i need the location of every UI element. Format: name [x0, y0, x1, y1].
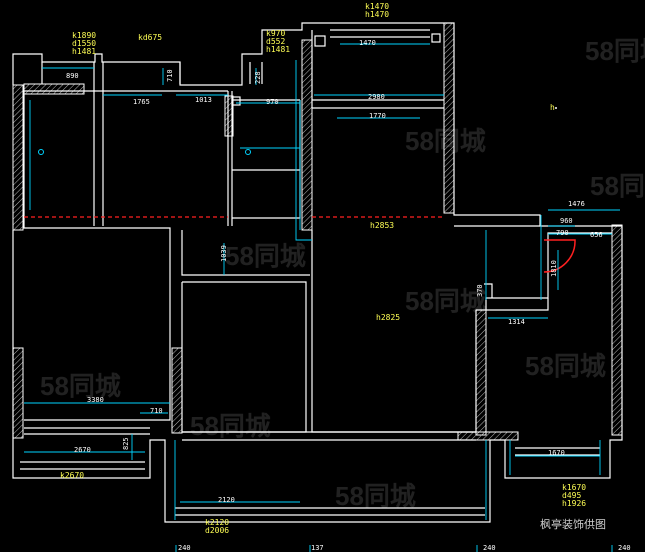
dim-2120: 2120: [218, 496, 235, 504]
dim-890: 890: [66, 72, 79, 80]
dim-2980: 2980: [368, 93, 385, 101]
dim-1013: 1013: [195, 96, 212, 104]
watermark-1: 58同城: [585, 36, 645, 66]
ruler-c: 240: [483, 544, 496, 552]
dim-790: 790: [556, 229, 569, 237]
watermark-8: 58同城: [335, 481, 416, 511]
ceiling-height-main-label: h2825: [376, 313, 400, 322]
left-window-d-label: d1550: [72, 39, 96, 48]
annotations: k1470 h1470 k1890 d1550 h1481 kd675 k970…: [60, 2, 586, 535]
dim-1476: 1476: [568, 200, 585, 208]
bottom-center-k-label: k2120: [205, 518, 229, 527]
dim-1039: 1039: [220, 245, 228, 262]
dim-2670: 2670: [74, 446, 91, 454]
dim-1770: 1770: [369, 112, 386, 120]
walls: [12, 22, 623, 523]
dim-710-b: 710: [150, 407, 163, 415]
dimension-numbers: 1470 890 710 1765 1013 228 970 2980 1770…: [66, 39, 603, 504]
dim-1810: 1810: [550, 260, 558, 277]
dim-825: 825: [122, 437, 130, 450]
watermark-5: 58同城: [405, 286, 486, 316]
dim-370: 370: [476, 284, 484, 297]
fixtures: [38, 33, 557, 155]
watermark-7: 58同城: [190, 411, 271, 441]
mid-window-d-label: d552: [266, 37, 285, 46]
kd-top-label: kd675: [138, 33, 162, 42]
dim-1670: 1670: [548, 449, 565, 457]
top-window-h-label: h1470: [365, 10, 389, 19]
ruler-a: 240: [178, 544, 191, 552]
beam-lines: [24, 216, 576, 273]
dim-960: 960: [560, 217, 573, 225]
ruler-b: 137: [311, 544, 324, 552]
dimension-lines: [24, 43, 620, 552]
footer-brand: 枫亭装饰供图: [540, 517, 606, 531]
left-window-k-label: k1890: [72, 31, 96, 40]
bottom-right-d-label: d495: [562, 491, 581, 500]
watermarks: 58同城 58同城 58同城 58同城 58同城 58同城 58同城 58同城 …: [40, 36, 645, 511]
dim-970: 970: [266, 98, 279, 106]
bottom-right-k-label: k1670: [562, 483, 586, 492]
watermark-4: 58同城: [225, 241, 306, 271]
right-h-label: h: [550, 103, 555, 112]
dim-656: 656: [590, 231, 603, 239]
mid-window-k-label: k970: [266, 29, 285, 38]
watermark-6: 58同城: [40, 371, 121, 401]
bottom-left-window-label: k2670: [60, 471, 84, 480]
dim-1470: 1470: [359, 39, 376, 47]
ceiling-height-beam-label: h2853: [370, 221, 394, 230]
dim-1314: 1314: [508, 318, 525, 326]
bottom-ruler: 240 137 240 240: [178, 544, 631, 552]
dim-3380: 3380: [87, 396, 104, 404]
watermark-9: 58同城: [525, 351, 606, 381]
top-window-k-label: k1470: [365, 2, 389, 11]
dim-1765: 1765: [133, 98, 150, 106]
ruler-d: 240: [618, 544, 631, 552]
watermark-2: 58同城: [590, 171, 645, 201]
dim-228: 228: [254, 71, 262, 84]
mid-window-h-label: h1481: [266, 45, 290, 54]
dim-710-a: 710: [166, 69, 174, 82]
bottom-center-d-label: d2006: [205, 526, 229, 535]
bottom-right-h-label: h1926: [562, 499, 586, 508]
left-window-h-label: h1481: [72, 47, 96, 56]
door-swing: [543, 239, 576, 273]
